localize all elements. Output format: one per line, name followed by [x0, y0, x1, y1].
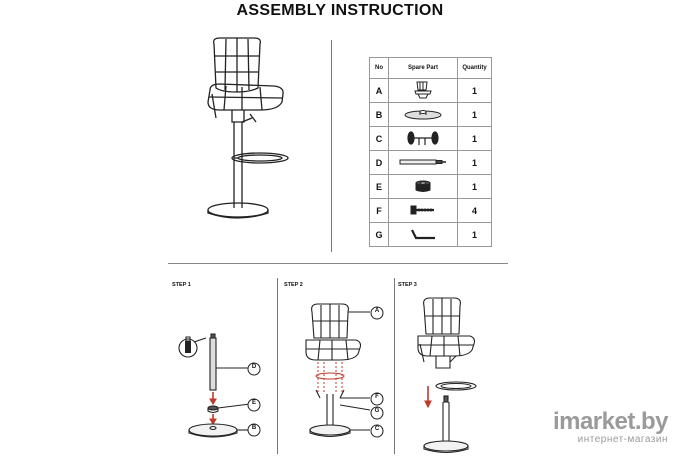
base-plate-icon — [404, 109, 442, 119]
table-row: F 4 — [369, 198, 492, 223]
callout-b: B — [251, 425, 257, 431]
step2-illustration — [305, 303, 371, 438]
callout-a-circle — [370, 306, 384, 320]
callout-f: F — [375, 394, 379, 400]
step1-illustration — [178, 333, 251, 438]
assembled-stool-illustration — [207, 37, 289, 219]
part-qty: 4 — [457, 198, 492, 223]
gas-lift-mechanism-icon — [407, 130, 439, 145]
callout-g: G — [374, 408, 380, 414]
table-header-row: No Spare Part Quantity — [369, 57, 492, 79]
step3-illustration — [417, 297, 477, 454]
top-vertical-divider — [331, 40, 332, 252]
part-qty: 1 — [457, 126, 492, 151]
step1-label: STEP 1 — [172, 282, 191, 288]
horizontal-divider — [168, 263, 508, 264]
part-no: A — [369, 78, 389, 103]
spare-parts-table: No Spare Part Quantity A 1 B 1 C — [369, 57, 492, 247]
table-row: A 1 — [369, 78, 492, 103]
allen-key-icon — [411, 229, 435, 239]
part-no: B — [369, 102, 389, 127]
callout-e-circle — [247, 398, 261, 412]
watermark-subtitle: интернет-магазин — [577, 434, 668, 445]
callout-e: E — [251, 400, 256, 406]
table-row: E 1 — [369, 174, 492, 199]
callout-c-circle — [370, 424, 384, 438]
part-qty: 1 — [457, 78, 492, 103]
part-qty: 1 — [457, 150, 492, 175]
cover-cap-icon — [415, 180, 431, 192]
callout-b-circle — [247, 423, 261, 437]
step1-step2-divider — [277, 278, 278, 454]
callout-a: A — [374, 308, 380, 314]
part-no: G — [369, 222, 389, 247]
part-qty: 1 — [457, 174, 492, 199]
callout-g-circle — [370, 406, 384, 420]
part-qty: 1 — [457, 222, 492, 247]
header-no: No — [369, 57, 389, 79]
part-no: D — [369, 150, 389, 175]
callout-c: C — [374, 426, 380, 432]
callout-d-circle — [247, 362, 261, 376]
step2-label: STEP 2 — [284, 282, 303, 288]
table-row: B 1 — [369, 102, 492, 127]
callout-f-circle — [370, 392, 384, 406]
table-row: D 1 — [369, 150, 492, 175]
part-qty: 1 — [457, 102, 492, 127]
table-row: G 1 — [369, 222, 492, 247]
part-no: F — [369, 198, 389, 223]
header-spare-part: Spare Part — [388, 57, 458, 79]
bolt-icon — [410, 205, 434, 214]
step3-label: STEP 3 — [398, 282, 417, 288]
watermark: imarket.by интернет-магазин — [552, 408, 669, 446]
header-quantity: Quantity — [457, 57, 492, 79]
watermark-brand: imarket.by — [552, 408, 669, 435]
part-no: C — [369, 126, 389, 151]
part-no: E — [369, 174, 389, 199]
callout-d: D — [251, 364, 257, 370]
seat-icon — [414, 81, 432, 98]
gas-cylinder-icon — [399, 159, 446, 164]
table-row: C 1 — [369, 126, 492, 151]
step2-step3-divider — [394, 278, 395, 454]
page-title: ASSEMBLY INSTRUCTION — [236, 2, 444, 19]
